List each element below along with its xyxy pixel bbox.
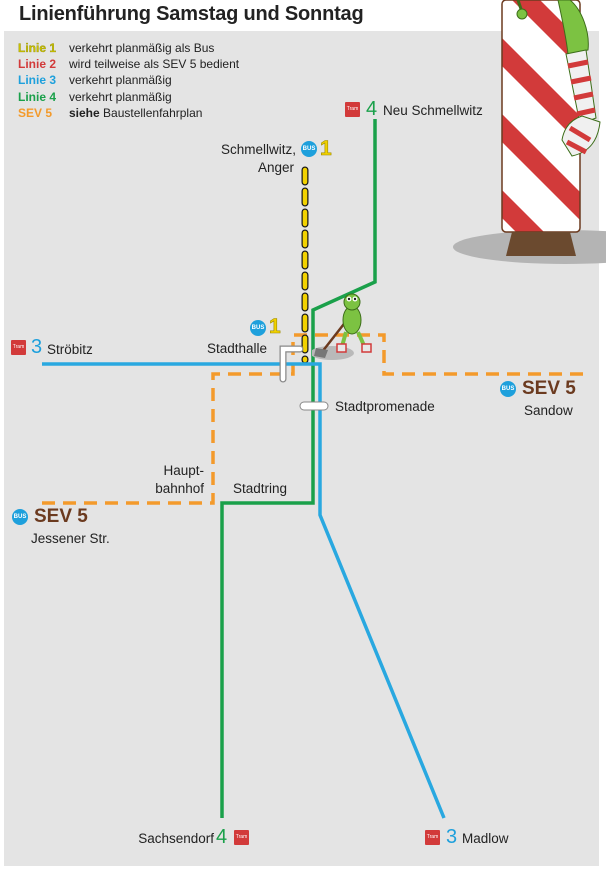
terminus-schmellwitz-anger-line2: Anger [257, 160, 294, 175]
legend-text: verkehrt planmäßig [69, 89, 172, 104]
stadthalle-station-connector-fill [280, 346, 303, 382]
bus-line-1-number: 1 [320, 137, 332, 160]
line-4-number: 4 [366, 98, 378, 120]
station-hauptbahnhof-line2: bahnhof [155, 481, 204, 496]
tram-icon: Tram [425, 830, 440, 845]
legend-key: Linie 2 [18, 57, 57, 72]
terminus-stroebitz: Ströbitz [47, 342, 93, 357]
legend-text: verkehrt planmäßig [69, 73, 172, 88]
terminus-jessener-str: Jessener Str. [31, 531, 110, 546]
legend-key: Linie 4 [18, 89, 57, 104]
line-3-number: 3 [446, 826, 458, 848]
legend-item-linie-3: Linie 3 verkehrt planmäßig [18, 72, 239, 88]
terminus-neu-schmellwitz: Neu Schmellwitz [383, 103, 483, 118]
station-stadthalle: Stadthalle [207, 341, 268, 356]
bus-icon: BUS [301, 141, 317, 157]
bus-icon: BUS [12, 509, 28, 525]
legend: Linie 1 verkehrt planmäßig als Bus Linie … [18, 40, 239, 121]
legend-text: wird teilweise als SEV 5 bedient [69, 57, 240, 72]
legend-item-linie-4: Linie 4 verkehrt planmäßig [18, 89, 239, 105]
legend-item-sev-5: SEV 5 siehe Baustellenfahrplan [18, 105, 239, 121]
page-title: Linienführung Samstag und Sonntag [19, 3, 364, 25]
station-stadtring: Stadtring [233, 481, 288, 496]
bus-line-1-number: 1 [269, 315, 281, 338]
sev-5-number: SEV 5 [34, 506, 88, 527]
legend-item-linie-2: Linie 2 wird teilweise als SEV 5 bedient [18, 56, 239, 72]
line4-route [220, 119, 377, 818]
line-3-number: 3 [31, 336, 43, 358]
tram-icon: Tram [345, 102, 360, 117]
stadtpromenade-station-marker [299, 401, 329, 411]
barrier-pole-illustration [453, 0, 606, 264]
line3-route [42, 362, 446, 819]
terminus-sachsendorf: Sachsendorf [138, 831, 214, 846]
line-4-number: 4 [216, 826, 228, 848]
legend-item-linie-1: Linie 1 verkehrt planmäßig als Bus [18, 40, 239, 56]
tram-icon: Tram [234, 830, 249, 845]
terminus-madlow: Madlow [462, 831, 509, 846]
station-stadtpromenade: Stadtpromenade [335, 399, 435, 414]
legend-key: SEV 5 [18, 105, 53, 120]
sev5-route-west [42, 333, 590, 505]
terminus-sandow: Sandow [524, 403, 573, 418]
legend-text: Baustellenfahrplan [103, 105, 203, 120]
legend-key: Linie 3 [18, 73, 57, 88]
legend-text-bold: siehe [69, 105, 100, 120]
legend-text: verkehrt planmäßig als Bus [69, 41, 215, 55]
terminus-schmellwitz-anger-line1: Schmellwitz, [220, 142, 296, 157]
tram-icon: Tram [11, 340, 26, 355]
station-hauptbahnhof-line1: Haupt- [163, 463, 204, 478]
frog-worker-illustration [312, 293, 372, 360]
bus-icon: BUS [250, 320, 266, 336]
bus-icon: BUS [500, 381, 516, 397]
legend-key: Linie 1 [18, 41, 57, 55]
sev-5-number: SEV 5 [522, 378, 576, 399]
